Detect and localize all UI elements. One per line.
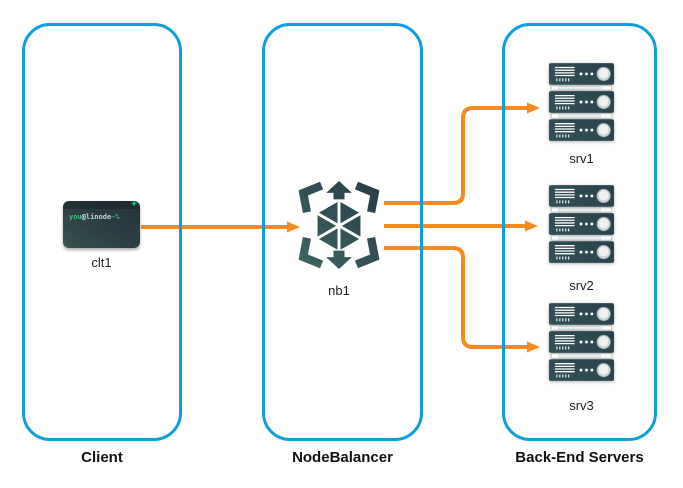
node-label-srv1: srv1 [569, 151, 594, 166]
server-stack-icon [548, 303, 615, 382]
prompt-suffix: ~% [111, 213, 120, 221]
node-label-srv3: srv3 [569, 398, 594, 413]
prompt-user: you [69, 213, 82, 221]
node-label-srv2: srv2 [569, 278, 594, 293]
nodebalancer-icon [298, 181, 380, 269]
column-title-client: Client [81, 449, 123, 466]
client-group-box [22, 23, 182, 441]
terminal-title-bar: ✚ [63, 201, 140, 209]
prompt-host: linode [85, 213, 112, 221]
terminal-plus-icon: ✚ [131, 201, 137, 208]
terminal-icon: ✚ you@linode~% [63, 201, 140, 248]
server-stack-icon [548, 185, 615, 264]
node-label-nb1: nb1 [328, 283, 350, 298]
backend-servers-group-box [502, 23, 657, 441]
prompt-at: @ [81, 213, 86, 221]
node-label-clt1: clt1 [91, 255, 112, 270]
column-title-backend-servers: Back-End Servers [515, 449, 644, 466]
column-title-nodebalancer: NodeBalancer [292, 449, 393, 466]
nodebalancer-group-box [262, 23, 423, 441]
terminal-prompt: you@linode~% [69, 213, 140, 221]
server-stack-icon [548, 63, 615, 142]
